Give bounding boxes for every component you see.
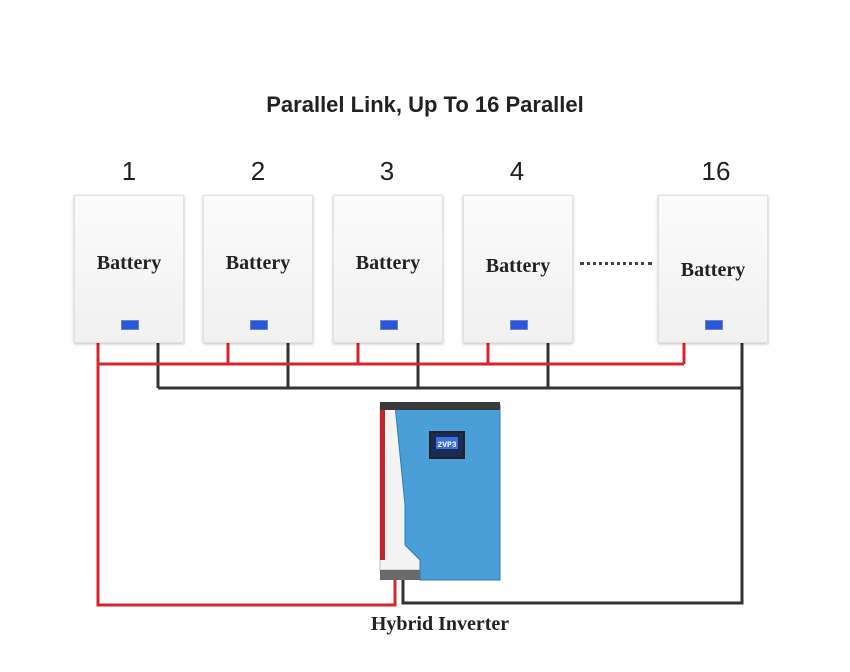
inverter-base <box>380 570 420 580</box>
battery-4: Battery <box>463 195 573 343</box>
battery-screen-icon <box>250 320 268 330</box>
inverter-red-edge <box>380 410 385 560</box>
inverter-label: Hybrid Inverter <box>370 613 510 635</box>
battery-screen-icon <box>380 320 398 330</box>
inverter-screen-text: 2VP3 <box>437 441 456 450</box>
battery-label: Battery <box>355 252 421 274</box>
battery-screen-icon <box>121 320 139 330</box>
battery-number-16: 16 <box>701 156 731 186</box>
negative-wires <box>156 343 744 605</box>
inverter-top-cap <box>380 402 500 410</box>
battery-label: Battery <box>96 252 162 274</box>
battery-label: Battery <box>485 255 551 277</box>
hybrid-inverter: 2VP3 <box>379 402 501 581</box>
positive-return <box>96 364 397 607</box>
battery-number-3: 3 <box>379 156 395 186</box>
battery-3: Battery <box>333 195 443 343</box>
battery-screen-icon <box>510 320 528 330</box>
battery-1: Battery <box>74 195 184 343</box>
diagram-title: Parallel Link, Up To 16 Parallel <box>266 92 584 117</box>
battery-screen-icon <box>705 320 723 330</box>
battery-2: Battery <box>203 195 313 343</box>
battery-16: Battery <box>658 195 768 343</box>
battery-number-1: 1 <box>121 156 137 186</box>
battery-number-2: 2 <box>250 156 266 186</box>
battery-number-4: 4 <box>509 156 525 186</box>
negative-return <box>401 388 744 605</box>
battery-label: Battery <box>225 252 291 274</box>
ellipsis-dots <box>580 262 652 265</box>
positive-wires <box>96 343 686 607</box>
battery-label: Battery <box>680 259 746 281</box>
